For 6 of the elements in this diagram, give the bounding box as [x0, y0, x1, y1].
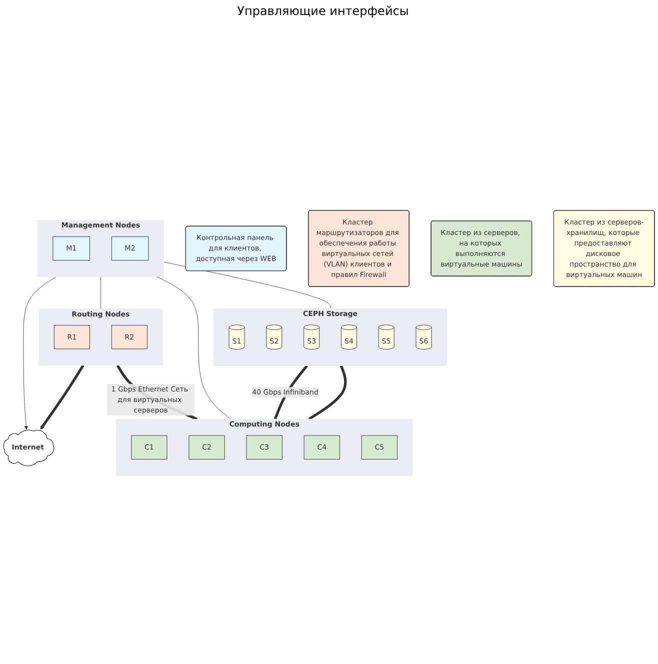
arrow: [40, 364, 84, 430]
connector: [100, 276, 101, 310]
connector: [164, 262, 330, 309]
note-label: Управляющие интерфейсы: [237, 4, 409, 18]
connector: [308, 365, 347, 420]
connector: [156, 276, 231, 420]
